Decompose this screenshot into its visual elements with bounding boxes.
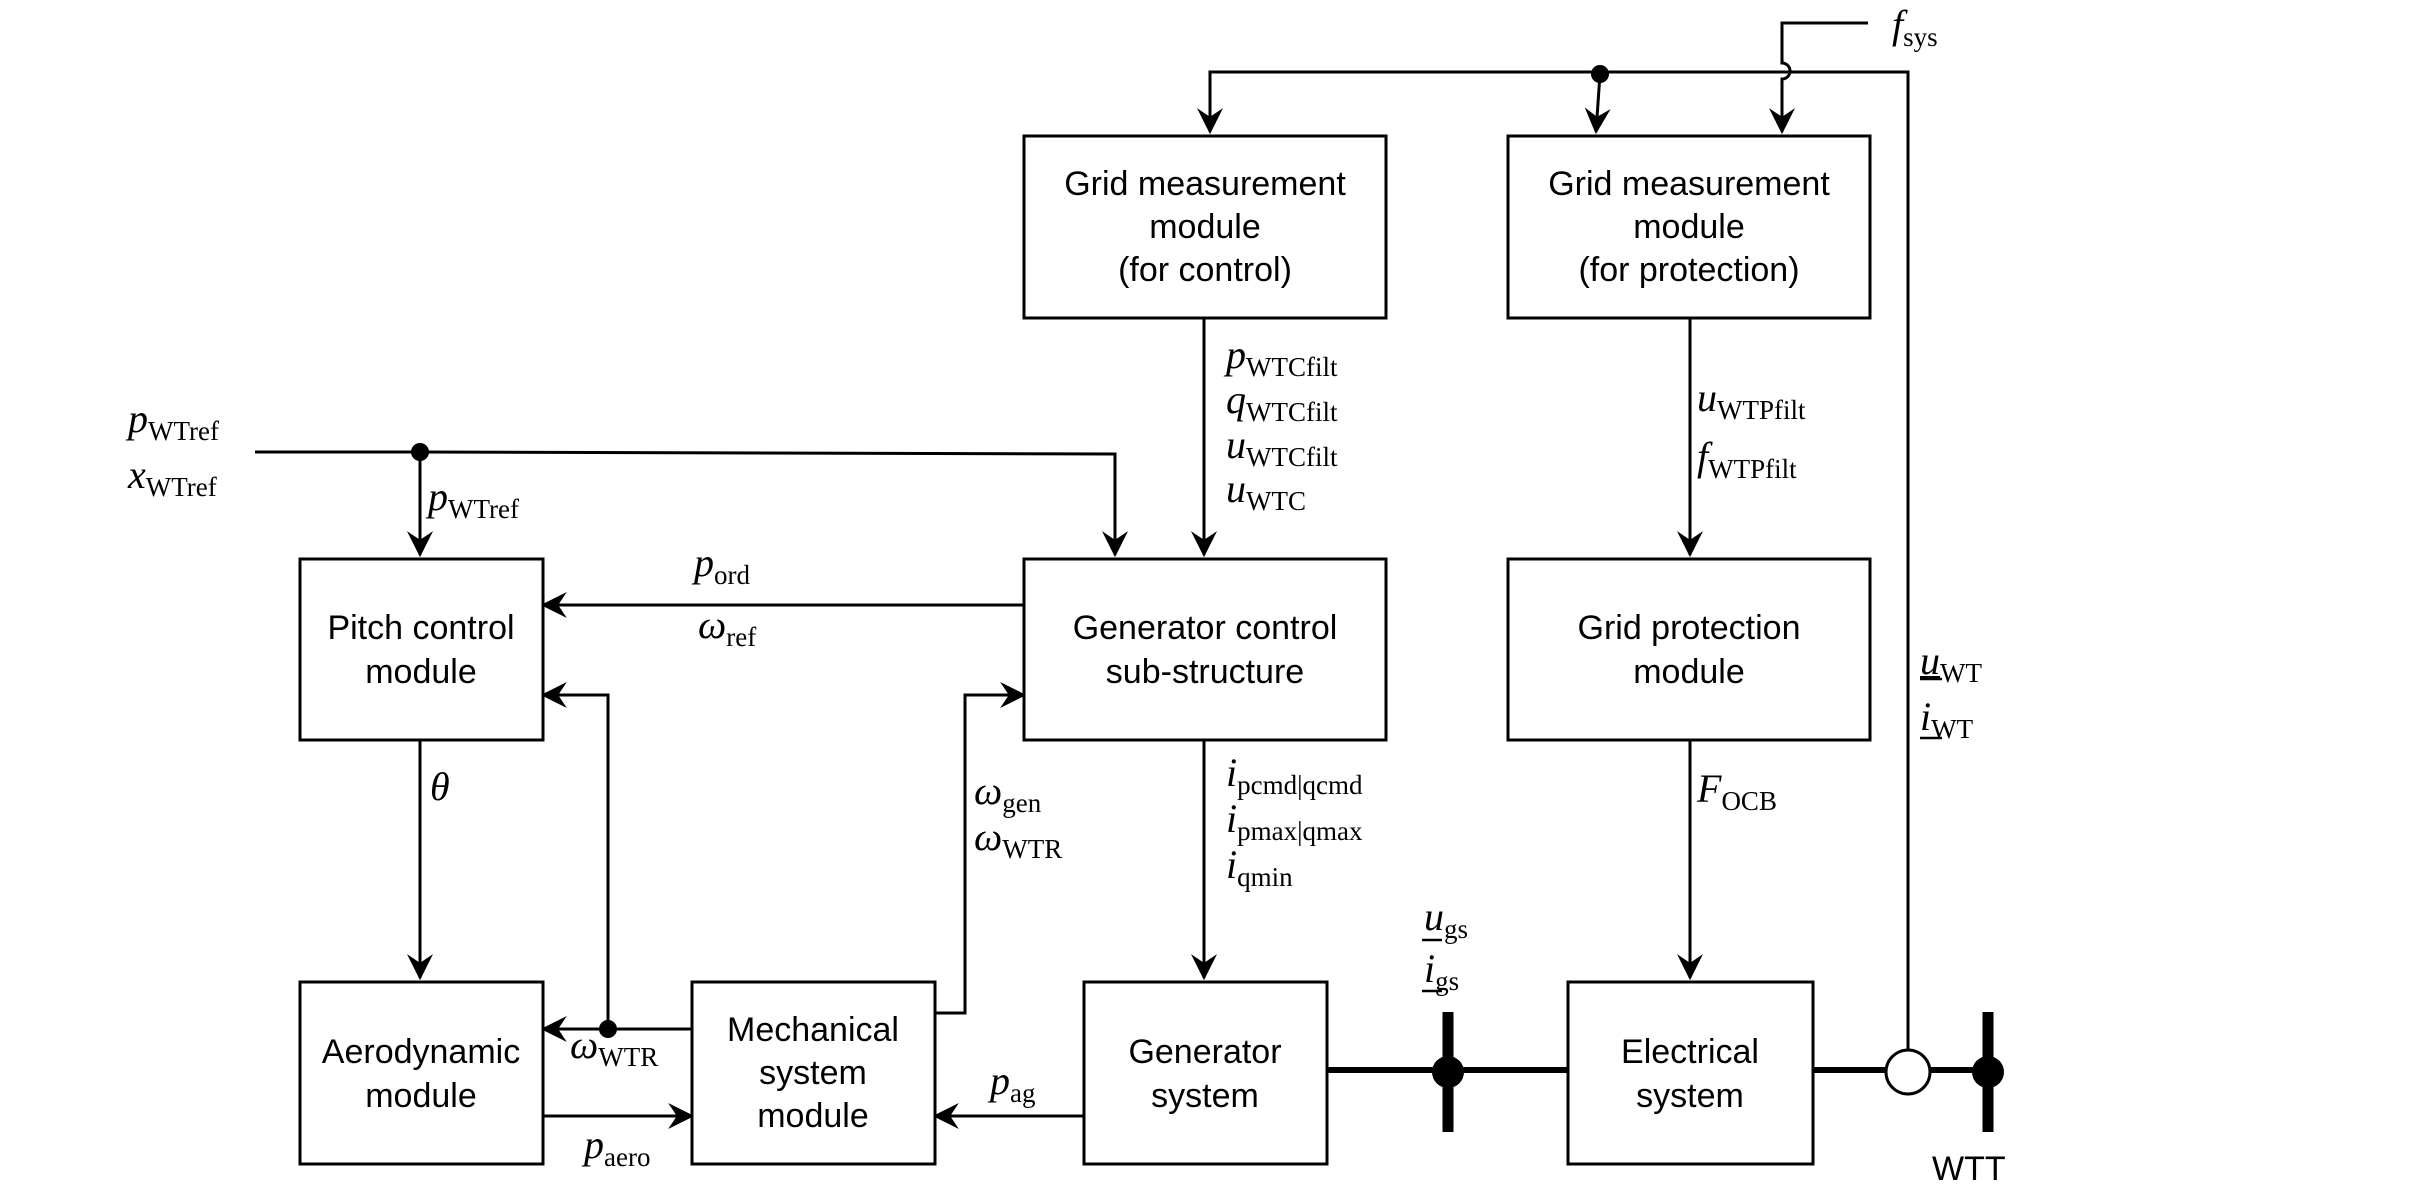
label-i-pmax-qmax: ipmax|qmax bbox=[1226, 796, 1363, 846]
label-i-wt: iWT bbox=[1920, 694, 1974, 744]
bus-to-grid-meas-control bbox=[1197, 70, 1910, 1070]
label-f-sys: fsys bbox=[1892, 2, 1938, 52]
label-omega-wtr-to-gen: ωWTR bbox=[974, 814, 1062, 864]
electrical-system-line1: Electrical bbox=[1621, 1033, 1759, 1071]
grid-protection-line2: module bbox=[1633, 653, 1745, 691]
mechanical-line2: system bbox=[759, 1054, 867, 1092]
grid-protection-line1: Grid protection bbox=[1578, 609, 1801, 647]
grid-meas-control-line2: module bbox=[1149, 208, 1261, 246]
junction-omega bbox=[599, 1020, 617, 1038]
label-p-aero: paero bbox=[581, 1122, 650, 1172]
label-x-wtref-input: xWTref bbox=[127, 452, 217, 502]
block-grid-meas-protection: Grid measurement module (for protection) bbox=[1506, 134, 1872, 320]
grid-meas-control-line3: (for control) bbox=[1118, 251, 1292, 289]
label-u-gs: ugs bbox=[1424, 894, 1468, 944]
label-u-wt: uWT bbox=[1920, 638, 1982, 688]
grid-meas-control-line1: Grid measurement bbox=[1064, 165, 1346, 203]
label-i-gs: igs bbox=[1424, 946, 1459, 996]
generator-system-line2: system bbox=[1151, 1077, 1259, 1115]
junctions bbox=[411, 65, 2004, 1096]
label-p-wtref: pWTref bbox=[425, 474, 519, 524]
junction-gs bbox=[1432, 1056, 1464, 1088]
pitch-control-line1: Pitch control bbox=[327, 609, 514, 647]
omega-feedback-to-pitch bbox=[540, 682, 610, 1029]
mechanical-line1: Mechanical bbox=[727, 1011, 899, 1049]
grid-meas-protection-line3: (for protection) bbox=[1578, 251, 1799, 289]
label-i-qmin: iqmin bbox=[1226, 842, 1293, 892]
mechanical-line3: module bbox=[757, 1097, 869, 1135]
junction-wtt bbox=[1972, 1056, 2004, 1088]
block-generator-control: Generator control sub-structure bbox=[1022, 557, 1388, 742]
junction-pref bbox=[411, 443, 429, 461]
label-p-wtcfilt: pWTCfilt bbox=[1223, 332, 1338, 382]
label-f-wtpfilt: fWTPfilt bbox=[1697, 434, 1797, 484]
label-u-wtc: uWTC bbox=[1226, 466, 1306, 516]
fsys-line bbox=[1769, 21, 1868, 135]
block-generator-system: Generator system bbox=[1082, 980, 1329, 1166]
label-u-wtpfilt: uWTPfilt bbox=[1697, 375, 1806, 425]
label-omega-wtr-to-aero: ωWTR bbox=[570, 1022, 658, 1072]
aerodynamic-line2: module bbox=[365, 1077, 477, 1115]
junction-bus bbox=[1591, 65, 1609, 83]
bus-to-grid-meas-protection bbox=[1584, 73, 1611, 135]
generator-system-line1: Generator bbox=[1128, 1033, 1281, 1071]
label-omega-ref: ωref bbox=[698, 602, 756, 652]
block-aerodynamic: Aerodynamic module bbox=[298, 980, 545, 1166]
block-electrical-system: Electrical system bbox=[1566, 980, 1815, 1166]
label-p-ord: pord bbox=[691, 540, 750, 590]
grid-meas-protection-line1: Grid measurement bbox=[1548, 165, 1830, 203]
generator-control-line2: sub-structure bbox=[1106, 653, 1304, 691]
label-wtt: WTT bbox=[1932, 1150, 2006, 1188]
label-p-wtref-input: pWTref bbox=[125, 396, 219, 446]
block-pitch-control: Pitch control module bbox=[298, 557, 545, 742]
label-q-wtcfilt: qWTCfilt bbox=[1226, 377, 1338, 427]
pref-to-gen-control bbox=[419, 450, 1128, 558]
block-mechanical: Mechanical system module bbox=[690, 980, 937, 1166]
label-f-ocb: FOCB bbox=[1696, 766, 1777, 816]
pref-to-pitch bbox=[255, 450, 433, 558]
signal-labels: fsys pWTref xWTref pWTref pWTCfilt qWTCf… bbox=[125, 2, 2006, 1188]
block-grid-protection: Grid protection module bbox=[1506, 557, 1872, 742]
label-u-wtcfilt: uWTCfilt bbox=[1226, 422, 1338, 472]
electrical-system-line2: system bbox=[1636, 1077, 1744, 1115]
pitch-control-line2: module bbox=[365, 653, 477, 691]
label-omega-gen: ωgen bbox=[974, 768, 1042, 818]
label-p-ag: pag bbox=[987, 1058, 1035, 1108]
generator-control-line1: Generator control bbox=[1073, 609, 1338, 647]
label-i-pcmd-qcmd: ipcmd|qcmd bbox=[1226, 750, 1363, 800]
aerodynamic-line1: Aerodynamic bbox=[322, 1033, 520, 1071]
block-grid-meas-control: Grid measurement module (for control) bbox=[1022, 134, 1388, 320]
measurement-sensor-icon bbox=[1884, 1048, 1932, 1096]
label-theta: θ bbox=[430, 764, 450, 809]
grid-meas-protection-line2: module bbox=[1633, 208, 1745, 246]
mech-to-gen-control bbox=[935, 682, 1027, 1015]
